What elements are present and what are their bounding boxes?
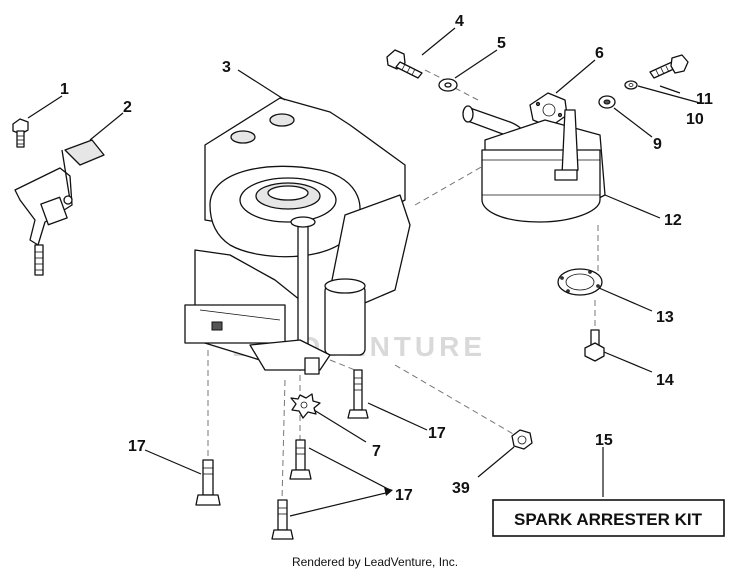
callout-17-lower: 17: [395, 487, 413, 504]
callout-11: 11: [696, 91, 713, 108]
footer-credit: Rendered by LeadVenture, Inc.: [292, 555, 458, 569]
part-39-nut: [511, 429, 533, 450]
part-11-bolt: [649, 54, 689, 79]
part-2-throttle-control: [14, 139, 105, 276]
alignment-lines: [207, 69, 599, 501]
callout-17-upper: 17: [428, 425, 446, 442]
callout-6: 6: [595, 45, 604, 62]
part-9-washer: [598, 95, 616, 109]
part-3-engine: [184, 97, 411, 375]
callout-4: 4: [455, 13, 464, 30]
part-17-bolt-left: [195, 459, 221, 506]
part-10-lock-washer: [624, 80, 638, 90]
part-5-washer: [438, 78, 458, 92]
callout-9: 9: [653, 136, 662, 153]
part-17-bolt-lower: [271, 499, 294, 540]
spark-arrester-kit-label: SPARK ARRESTER KIT: [514, 510, 703, 529]
callout-10: 10: [686, 111, 704, 128]
callout-7: 7: [372, 443, 381, 460]
callout-14: 14: [656, 372, 674, 389]
part-17-bolt-middle: [289, 439, 312, 480]
leader-lines: [27, 27, 701, 517]
part-1-bolt: [12, 118, 29, 148]
part-13-spark-screen: [557, 268, 603, 296]
callout-39: 39: [452, 480, 470, 497]
callout-labels: 1 2 3 4 5 6 9 10 11 12 13 14 15 17 7 17 …: [60, 13, 713, 504]
part-7-star-washer: [290, 393, 321, 419]
callout-12: 12: [664, 212, 682, 229]
callout-3: 3: [222, 59, 231, 76]
part-17-bolt-upper: [347, 369, 369, 419]
callout-1: 1: [60, 81, 69, 98]
part-4-bolt: [386, 49, 423, 79]
callout-5: 5: [497, 35, 506, 52]
callout-17-left: 17: [128, 438, 146, 455]
callout-13: 13: [656, 309, 674, 326]
part-12-muffler: [481, 109, 606, 223]
spark-arrester-kit-box: SPARK ARRESTER KIT: [492, 499, 725, 537]
callout-2: 2: [123, 99, 132, 116]
part-14-screw: [584, 329, 605, 362]
callout-15: 15: [595, 432, 613, 449]
